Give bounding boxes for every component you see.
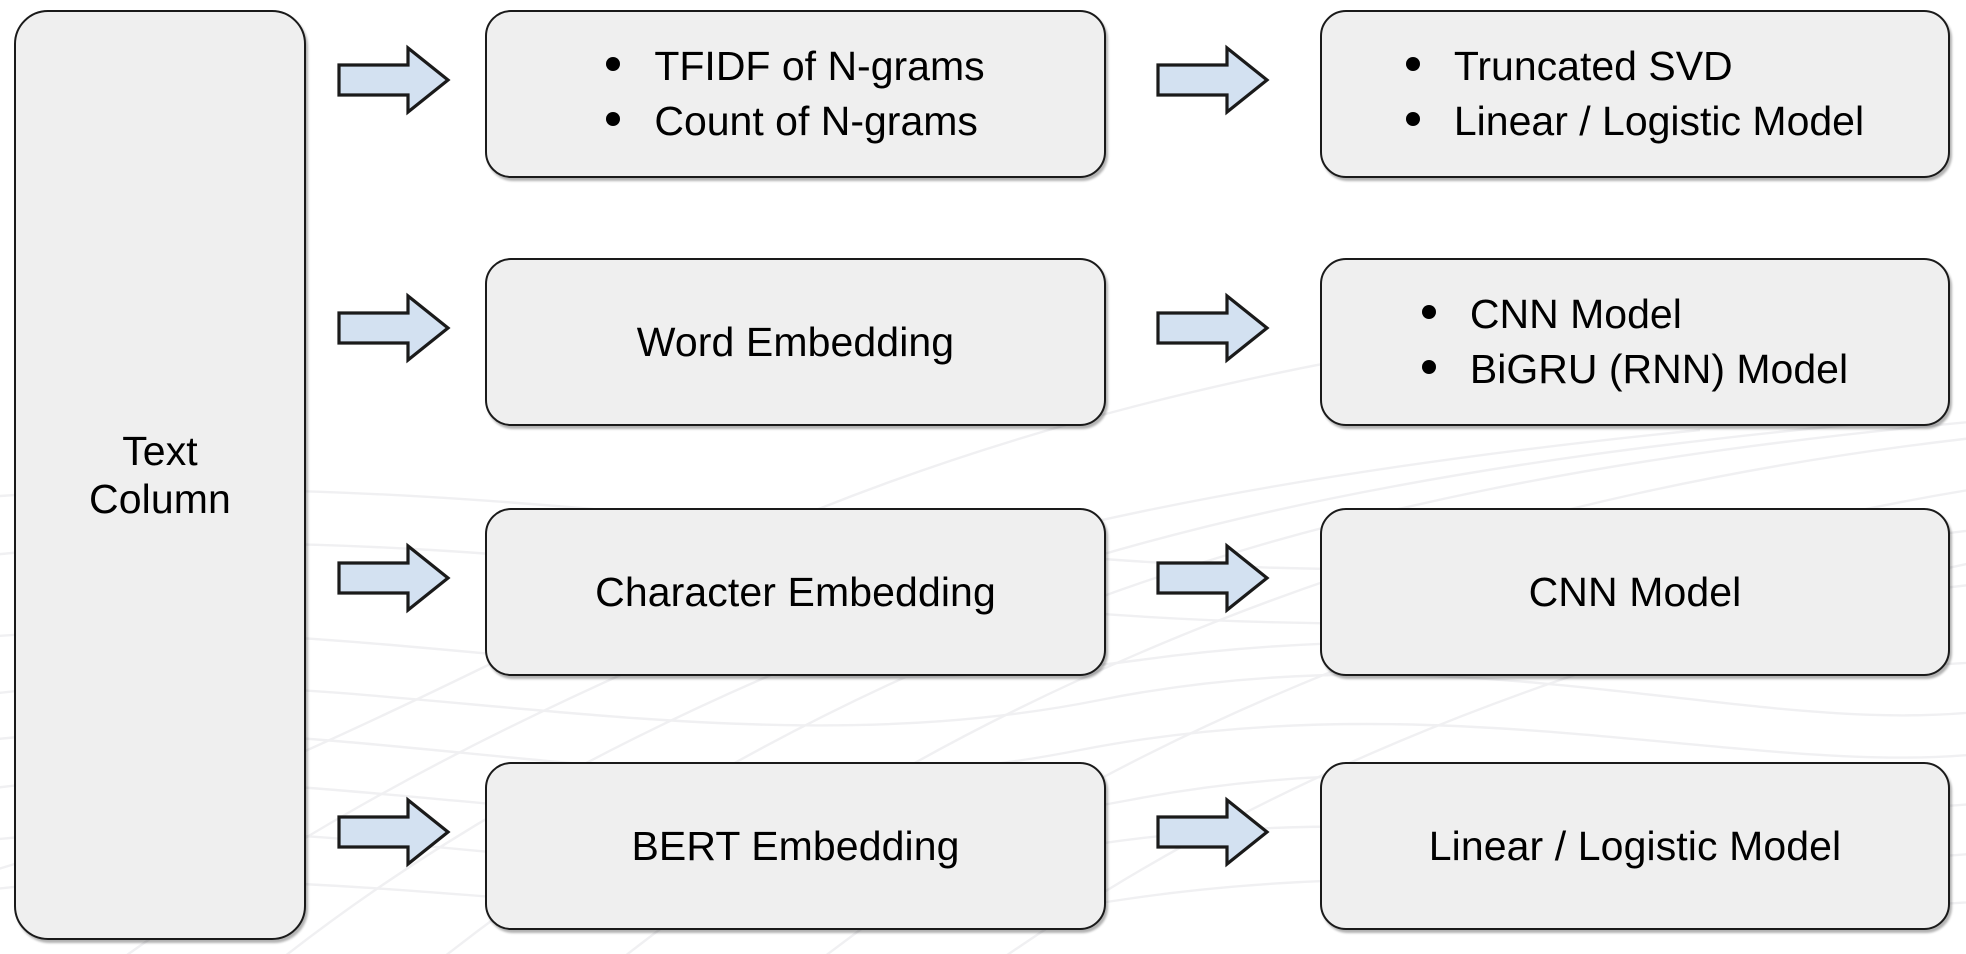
right-block-arrow-icon-row2-second (1155, 292, 1270, 364)
text-column-box[interactable]: Text Column (14, 10, 306, 940)
list-item: CNN Model (1421, 287, 1848, 342)
model-label-row3: CNN Model (1528, 568, 1742, 615)
list-item: Count of N-grams (606, 94, 984, 149)
right-block-arrow-icon-row1-second (1155, 44, 1270, 116)
model-box-row4[interactable]: Linear / Logistic Model (1320, 762, 1950, 930)
bullet-label: Truncated SVD (1453, 43, 1733, 89)
bullet-label: Count of N-grams (654, 98, 978, 144)
representation-label-row3: Character Embedding (595, 568, 996, 615)
right-block-arrow-icon-row2 (336, 292, 451, 364)
list-item: Truncated SVD (1405, 39, 1864, 94)
list-item: TFIDF of N-grams (606, 39, 985, 94)
model-box-row2[interactable]: CNN Model BiGRU (RNN) Model (1320, 258, 1950, 426)
bullet-dot-icon (1421, 360, 1436, 374)
model-bullets-row2: CNN Model BiGRU (RNN) Model (1322, 287, 1948, 397)
bullet-dot-icon (1405, 57, 1420, 71)
bullet-dot-icon (606, 112, 621, 126)
bullet-label: BiGRU (RNN) Model (1469, 346, 1849, 392)
bullet-label: TFIDF of N-grams (654, 43, 985, 89)
model-label-row4: Linear / Logistic Model (1428, 822, 1842, 869)
bullet-label: CNN Model (1469, 291, 1682, 337)
representation-label-row4: BERT Embedding (631, 822, 960, 869)
bullet-label: Linear / Logistic Model (1453, 98, 1865, 144)
representation-bullets-row1: TFIDF of N-grams Count of N-grams (487, 39, 1104, 149)
bullet-dot-icon (606, 57, 621, 71)
representation-box-row1[interactable]: TFIDF of N-grams Count of N-grams (485, 10, 1106, 178)
right-block-arrow-icon-row1 (336, 44, 451, 116)
right-block-arrow-icon-row4 (336, 796, 451, 868)
model-box-row1[interactable]: Truncated SVD Linear / Logistic Model (1320, 10, 1950, 178)
representation-box-row4[interactable]: BERT Embedding (485, 762, 1106, 930)
right-block-arrow-icon-row3 (336, 542, 451, 614)
bullet-dot-icon (1405, 112, 1420, 126)
model-bullets-row1: Truncated SVD Linear / Logistic Model (1322, 39, 1948, 149)
representation-box-row2[interactable]: Word Embedding (485, 258, 1106, 426)
model-box-row3[interactable]: CNN Model (1320, 508, 1950, 676)
text-column-label: Text Column (89, 427, 231, 522)
representation-label-row2: Word Embedding (636, 318, 955, 365)
right-block-arrow-icon-row4-second (1155, 796, 1270, 868)
right-block-arrow-icon-row3-second (1155, 542, 1270, 614)
bullet-dot-icon (1421, 305, 1436, 319)
list-item: BiGRU (RNN) Model (1421, 342, 1849, 397)
list-item: Linear / Logistic Model (1405, 94, 1865, 149)
representation-box-row3[interactable]: Character Embedding (485, 508, 1106, 676)
